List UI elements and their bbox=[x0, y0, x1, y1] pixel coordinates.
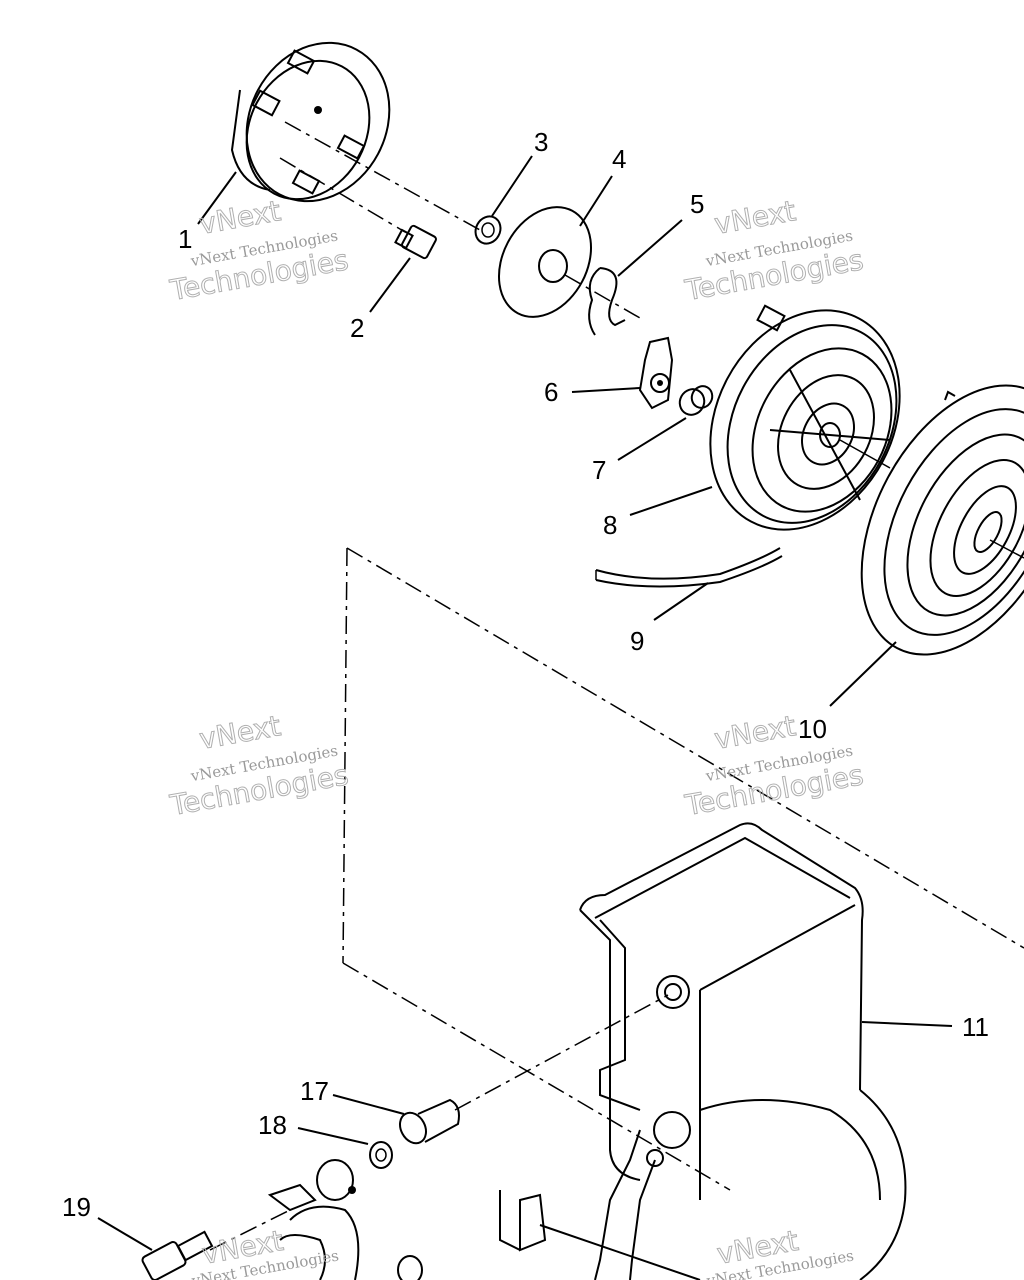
part-8-reel bbox=[709, 304, 901, 531]
callout-5: 5 bbox=[690, 189, 704, 219]
part-19-screw bbox=[141, 1159, 423, 1280]
callout-4: 4 bbox=[612, 144, 626, 174]
callout-6: 6 bbox=[544, 377, 558, 407]
part-3-nut bbox=[474, 215, 502, 245]
watermark-bottom-left: vNext vNext Technologies bbox=[189, 1224, 340, 1280]
part-11-housing bbox=[499, 822, 907, 1280]
part-5-spring-clip bbox=[588, 267, 626, 336]
watermark-bottom-right: vNext vNext Technologies bbox=[704, 1224, 855, 1280]
part-1-drive-cup bbox=[230, 41, 481, 233]
callout-9: 9 bbox=[630, 626, 644, 656]
assembly-frame bbox=[342, 547, 1024, 1191]
callout-8: 8 bbox=[603, 510, 617, 540]
callout-3: 3 bbox=[534, 127, 548, 157]
callout-1: 1 bbox=[178, 224, 192, 254]
part-2-bolt bbox=[394, 224, 437, 260]
watermark-mid-left: vNext Technologies vNext Technologies bbox=[166, 709, 351, 823]
part-9-rope bbox=[595, 547, 783, 588]
watermark-large-top: vNext bbox=[197, 709, 283, 756]
part-10-recoil-spring bbox=[860, 384, 1024, 656]
part-6-pawl bbox=[638, 336, 674, 410]
part-17-bushing bbox=[399, 1098, 460, 1145]
watermark-large-top: vNext bbox=[197, 194, 283, 241]
part-4-pulley bbox=[497, 206, 641, 319]
callout-labels: 1 2 3 4 5 6 7 8 9 10 11 17 18 19 bbox=[62, 127, 989, 1222]
callout-18: 18 bbox=[258, 1110, 287, 1140]
watermark-large-top: vNext bbox=[712, 709, 798, 756]
part-7-spring bbox=[678, 385, 714, 416]
callout-10: 10 bbox=[798, 714, 827, 744]
leader-lines bbox=[97, 155, 953, 1251]
callout-2: 2 bbox=[350, 313, 364, 343]
watermark-large-top: vNext bbox=[712, 194, 798, 241]
callout-11: 11 bbox=[962, 1012, 989, 1042]
callout-17: 17 bbox=[300, 1076, 329, 1106]
callout-19: 19 bbox=[62, 1192, 91, 1222]
callout-7: 7 bbox=[592, 455, 606, 485]
watermark-mid-right: vNext Technologies vNext Technologies bbox=[681, 709, 866, 823]
part-18-washer bbox=[369, 1141, 393, 1169]
